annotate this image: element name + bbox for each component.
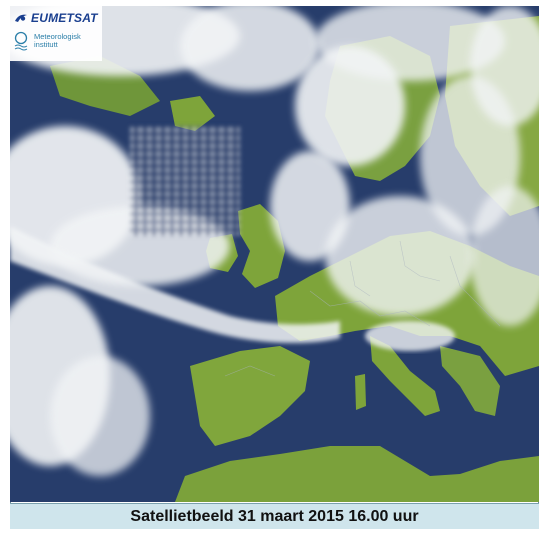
caption-bar: Satellietbeeld 31 maart 2015 16.00 uur — [10, 503, 539, 529]
satellite-map — [10, 6, 539, 502]
eumetsat-swoosh-icon — [15, 14, 27, 22]
cellular-clouds — [130, 126, 240, 236]
met-institute-icon — [14, 31, 28, 51]
met-institute-text: Meteorologisk institutt — [34, 31, 81, 50]
satellite-image — [10, 6, 539, 502]
eumetsat-logo: EUMETSAT — [14, 11, 98, 25]
logo-box: EUMETSAT Meteorologisk institutt — [10, 6, 102, 61]
cloud-cover — [10, 6, 539, 476]
eumetsat-text: EUMETSAT — [31, 11, 98, 25]
met-institute-logo: Meteorologisk institutt — [14, 31, 81, 51]
caption-text: Satellietbeeld 31 maart 2015 16.00 uur — [130, 507, 419, 525]
country-borders — [224, 240, 501, 377]
met-line2: institutt — [34, 40, 58, 49]
met-line1: Meteorologisk — [34, 31, 81, 41]
